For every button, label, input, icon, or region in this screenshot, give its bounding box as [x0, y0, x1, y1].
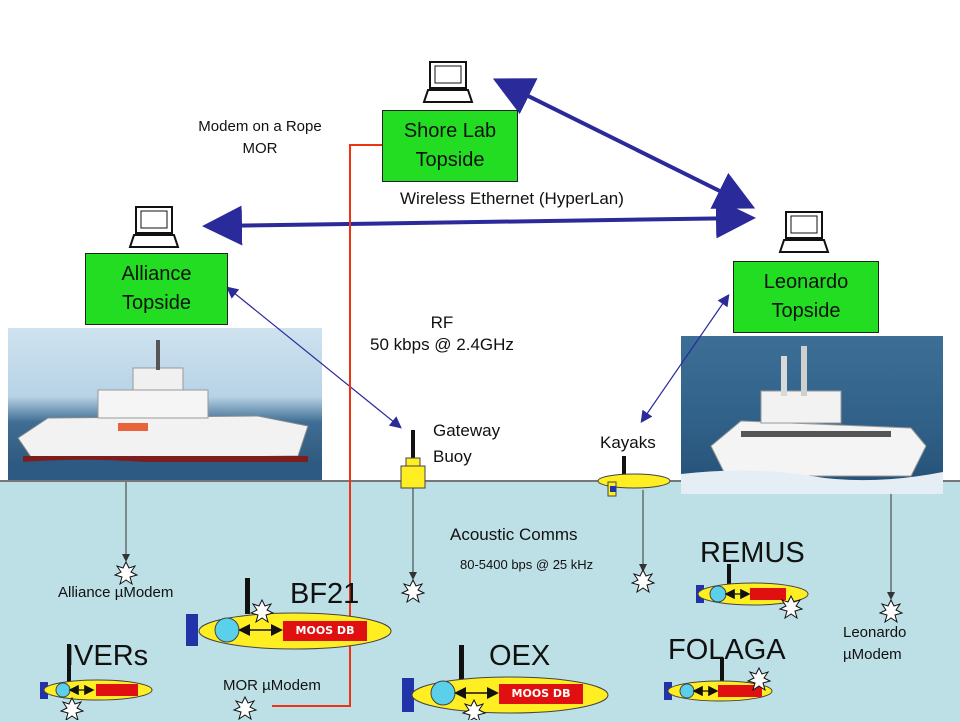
ivers-label: IVERs	[66, 640, 149, 672]
shore-lab-topside-label: Shore Lab Topside	[403, 120, 497, 171]
oex-modem-burst-icon	[461, 698, 487, 720]
rf-label: RF 50 kbps @ 2.4GHz	[370, 313, 514, 354]
folaga-modem-burst-icon	[746, 666, 772, 692]
gateway-buoy-icon	[400, 430, 426, 489]
alliance-topside-box: Alliance Topside	[85, 253, 228, 325]
remus-vehicle	[696, 564, 809, 606]
kayak-modem-burst-icon	[630, 568, 656, 594]
bf21-modem-burst-icon	[249, 598, 275, 624]
leonardo-ship-photo	[681, 336, 943, 494]
remus-label: REMUS	[700, 537, 805, 569]
bf21-moos-db-label: MOOS DB	[295, 624, 355, 637]
wireless-ethernet-label: Wireless Ethernet (HyperLan)	[400, 189, 624, 208]
alliance-topside-label: Alliance Topside	[121, 263, 192, 314]
leonardo-topside-box: Leonardo Topside	[733, 261, 879, 333]
rf-link-alliance-buoy	[226, 286, 402, 429]
kayak-icon	[597, 456, 671, 497]
mor-modem-label: MOR µModem	[223, 677, 321, 694]
alliance-modem-burst-icon	[113, 560, 139, 586]
oex-moos-db-label: MOOS DB	[511, 687, 571, 700]
shore-lab-topside-box: Shore Lab Topside	[382, 110, 518, 182]
oex-label: OEX	[489, 640, 551, 672]
alliance-computer-icon	[128, 206, 180, 248]
alliance-modem-label: Alliance µModem	[58, 584, 174, 601]
gateway-buoy-label: Gateway Buoy	[433, 421, 501, 466]
leonardo-modem-burst-icon	[878, 598, 904, 624]
folaga-label: FOLAGA	[668, 634, 786, 666]
leonardo-modem-label: Leonardo µModem	[843, 624, 907, 663]
rf-link-leonardo-kayak	[640, 294, 730, 423]
bf21-vehicle	[186, 578, 392, 650]
mor-modem-burst-icon	[232, 695, 258, 720]
oex-vehicle	[402, 645, 609, 714]
kayaks-label: Kayaks	[600, 433, 656, 452]
gateway-modem-burst-icon	[400, 578, 426, 604]
ivers-modem-burst-icon	[59, 696, 85, 720]
modem-rope-line	[272, 144, 382, 707]
acoustic-rate-label: 80-5400 bps @ 25 kHz	[460, 557, 594, 572]
ivers-vehicle	[40, 644, 153, 701]
remus-modem-burst-icon	[778, 594, 804, 620]
wireless-link-alliance-leonardo	[202, 198, 756, 246]
modem-on-rope-label: Modem on a Rope MOR	[198, 118, 322, 157]
folaga-vehicle	[664, 658, 773, 702]
wireless-link-shore-leonardo	[492, 78, 756, 209]
leonardo-computer-icon	[778, 211, 830, 253]
leonardo-topside-label: Leonardo Topside	[763, 271, 849, 322]
shore-computer-icon	[422, 61, 474, 103]
bf21-label: BF21	[290, 578, 360, 610]
acoustic-comms-label: Acoustic Comms	[450, 525, 578, 544]
